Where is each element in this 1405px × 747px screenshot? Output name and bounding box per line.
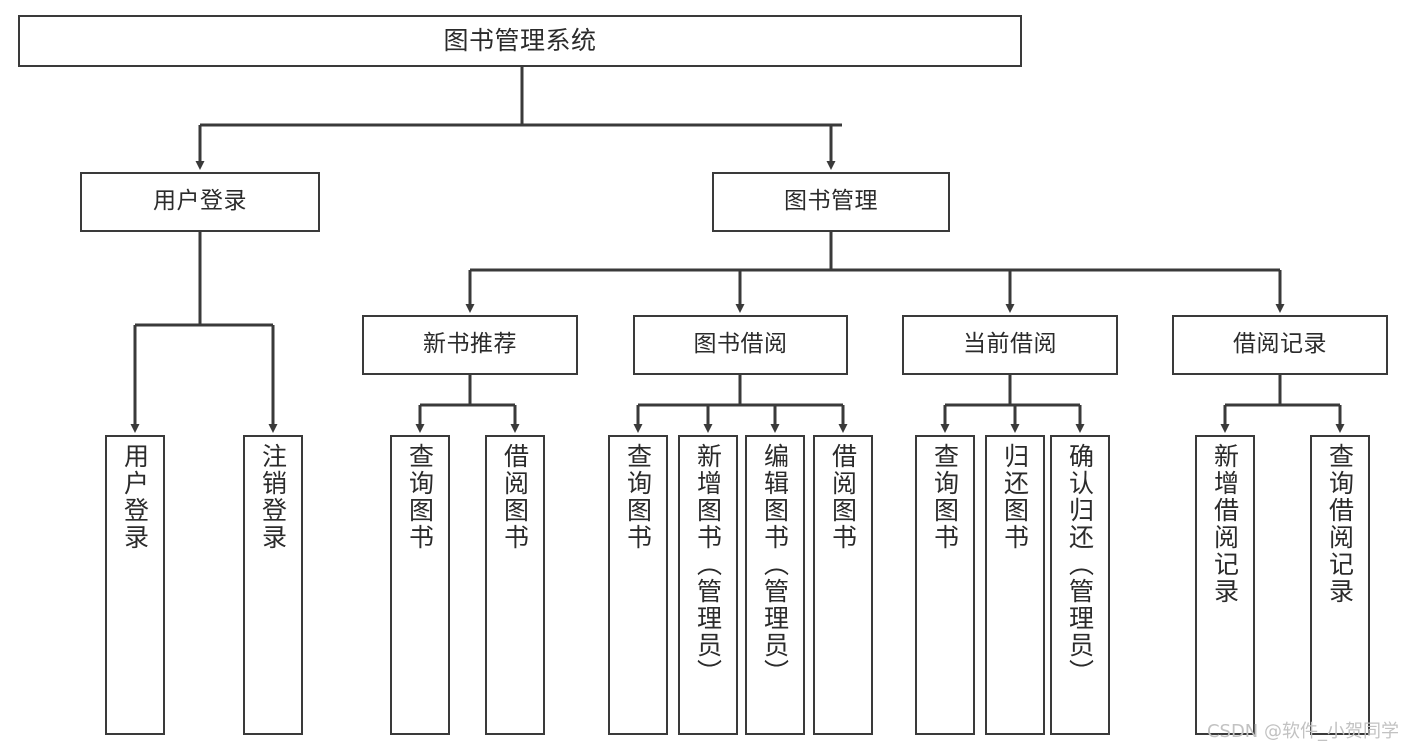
leaf-borrow-book-label: 借阅图书 <box>828 443 858 551</box>
node-book-management[interactable]: 图书管理 <box>712 172 950 232</box>
node-book-borrow-label: 图书借阅 <box>693 331 788 358</box>
node-root[interactable]: 图书管理系统 <box>18 15 1022 67</box>
node-borrow-record[interactable]: 借阅记录 <box>1172 315 1388 375</box>
node-book-borrow[interactable]: 图书借阅 <box>633 315 848 375</box>
leaf-add-borrow-record-label: 新增借阅记录 <box>1210 443 1240 605</box>
leaf-add-book-admin-label: 新增图书（管理员） <box>693 443 723 686</box>
leaf-user-login-label: 用户登录 <box>120 443 150 551</box>
leaf-user-login[interactable]: 用户登录 <box>105 435 165 735</box>
node-new-book-recommend-label: 新书推荐 <box>423 331 517 358</box>
leaf-query-book-borrow-label: 查询图书 <box>623 443 653 551</box>
leaf-logout-login[interactable]: 注销登录 <box>243 435 303 735</box>
leaf-query-book-current[interactable]: 查询图书 <box>915 435 975 735</box>
leaf-return-book[interactable]: 归还图书 <box>985 435 1045 735</box>
node-borrow-record-label: 借阅记录 <box>1233 331 1327 358</box>
node-current-borrow-label: 当前借阅 <box>963 331 1057 358</box>
leaf-borrow-book[interactable]: 借阅图书 <box>813 435 873 735</box>
leaf-return-book-label: 归还图书 <box>1000 443 1030 551</box>
leaf-query-borrow-record[interactable]: 查询借阅记录 <box>1310 435 1370 735</box>
leaf-add-book-admin[interactable]: 新增图书（管理员） <box>678 435 738 735</box>
leaf-borrow-book-recommend[interactable]: 借阅图书 <box>485 435 545 735</box>
node-user-login-label: 用户登录 <box>153 188 247 215</box>
leaf-query-book-current-label: 查询图书 <box>930 443 960 551</box>
node-root-label: 图书管理系统 <box>443 26 597 56</box>
leaf-query-book-borrow[interactable]: 查询图书 <box>608 435 668 735</box>
leaf-edit-book-admin[interactable]: 编辑图书（管理员） <box>745 435 805 735</box>
node-new-book-recommend[interactable]: 新书推荐 <box>362 315 578 375</box>
leaf-add-borrow-record[interactable]: 新增借阅记录 <box>1195 435 1255 735</box>
watermark: CSDN @软件_小贺同学 <box>1206 721 1399 742</box>
leaf-query-borrow-record-label: 查询借阅记录 <box>1325 443 1355 605</box>
node-current-borrow[interactable]: 当前借阅 <box>902 315 1118 375</box>
leaf-confirm-return-admin[interactable]: 确认归还（管理员） <box>1050 435 1110 735</box>
node-user-login[interactable]: 用户登录 <box>80 172 320 232</box>
leaf-confirm-return-admin-label: 确认归还（管理员） <box>1065 443 1095 686</box>
leaf-borrow-book-recommend-label: 借阅图书 <box>500 443 530 551</box>
leaf-edit-book-admin-label: 编辑图书（管理员） <box>760 443 790 686</box>
node-book-management-label: 图书管理 <box>784 188 878 215</box>
leaf-query-book-recommend-label: 查询图书 <box>405 443 435 551</box>
leaf-query-book-recommend[interactable]: 查询图书 <box>390 435 450 735</box>
leaf-logout-login-label: 注销登录 <box>258 443 288 551</box>
